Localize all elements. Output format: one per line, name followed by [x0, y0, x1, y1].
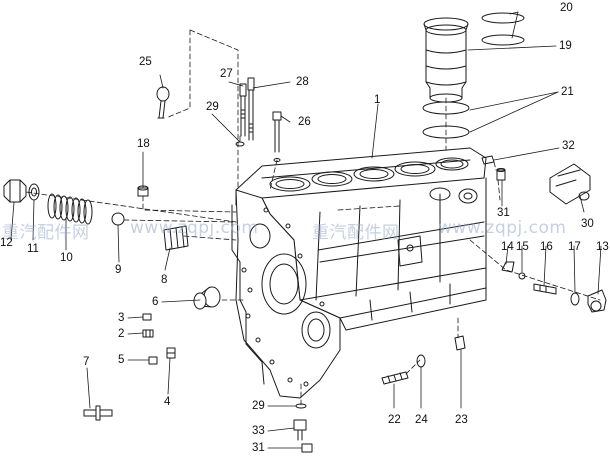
callout-14: 14 — [501, 241, 514, 253]
washer-29-top — [235, 141, 245, 147]
watermark-url: www.zqpj.com — [130, 218, 259, 238]
small-plug-3 — [142, 313, 152, 321]
callout-12: 12 — [0, 237, 13, 249]
leader-lines — [10, 11, 602, 449]
bolt-28 — [247, 77, 255, 141]
washer-11 — [28, 183, 40, 201]
spring-10 — [47, 193, 93, 225]
plug-12 — [3, 179, 27, 203]
callout-22: 22 — [388, 414, 401, 426]
stud-22 — [381, 371, 409, 385]
watermark-text: 重汽配件网 — [312, 223, 400, 243]
callout-21: 21 — [561, 86, 574, 98]
nut-4 — [166, 347, 176, 359]
bolt-26 — [272, 111, 282, 162]
callout-31-bottom: 31 — [252, 442, 265, 454]
bolt-33 — [293, 419, 307, 441]
callout-18: 18 — [137, 138, 150, 150]
callout-11: 11 — [27, 243, 39, 255]
callout-1: 1 — [374, 94, 381, 106]
ball-9 — [111, 212, 125, 226]
elbow-13 — [587, 289, 607, 313]
callout-26: 26 — [298, 116, 311, 128]
callout-16: 16 — [540, 241, 553, 253]
callout-20: 20 — [560, 2, 573, 14]
bolt-27 — [239, 83, 247, 137]
front-plate — [231, 189, 341, 399]
callout-9: 9 — [115, 264, 122, 276]
callout-7: 7 — [83, 356, 90, 368]
watermark-url: www.zqpj.com — [438, 218, 567, 238]
bolt-16 — [533, 283, 557, 295]
callout-32: 32 — [562, 140, 575, 152]
callout-6: 6 — [152, 296, 159, 308]
callout-28: 28 — [296, 76, 309, 88]
callout-31: 31 — [497, 207, 510, 219]
plug-5 — [148, 356, 158, 365]
eye-bolt-25 — [156, 86, 170, 119]
callout-3: 3 — [118, 312, 125, 324]
bracket-30 — [549, 163, 591, 205]
dowel-14 — [501, 261, 515, 273]
callout-29-bottom: 29 — [252, 400, 265, 412]
callout-15: 15 — [516, 241, 529, 253]
callout-29: 29 — [206, 101, 219, 113]
o-rings-20 — [481, 12, 525, 46]
callout-27: 27 — [220, 68, 233, 80]
watermark-text: 重汽配件网 — [2, 223, 90, 243]
callout-19: 19 — [559, 40, 572, 52]
stud-7 — [83, 405, 113, 421]
callout-8: 8 — [161, 274, 168, 286]
plug-6 — [193, 286, 221, 310]
callout-33: 33 — [252, 425, 265, 437]
pin-31-bottom — [301, 443, 313, 453]
callout-25: 25 — [139, 56, 152, 68]
callout-30: 30 — [581, 218, 594, 230]
washer-24 — [416, 354, 426, 368]
callout-17: 17 — [568, 241, 581, 253]
callout-24: 24 — [415, 414, 428, 426]
callout-5: 5 — [118, 354, 125, 366]
callout-10: 10 — [60, 252, 73, 264]
callout-13: 13 — [596, 241, 609, 253]
pin-31-right — [496, 168, 506, 181]
assembly-lines — [25, 29, 601, 407]
callout-4: 4 — [164, 396, 171, 408]
seal-17 — [570, 292, 580, 306]
plug-2 — [142, 329, 154, 338]
valve-8 — [163, 225, 189, 251]
nut-23 — [454, 335, 466, 351]
cylinder-liner — [423, 17, 469, 103]
callout-23: 23 — [455, 414, 468, 426]
callout-2: 2 — [118, 328, 125, 340]
